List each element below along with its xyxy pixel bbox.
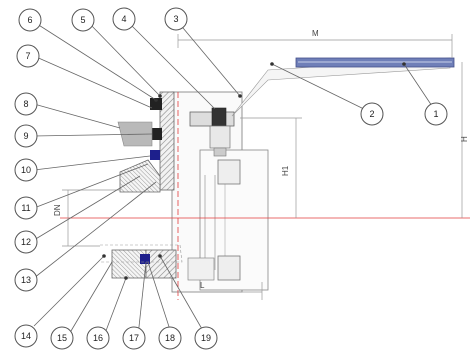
svg-text:6: 6 — [27, 15, 32, 25]
svg-text:19: 19 — [201, 333, 211, 343]
dimension-m: M — [177, 29, 453, 58]
dimension-h1: H1 — [240, 117, 302, 218]
svg-text:10: 10 — [21, 165, 31, 175]
dim-label-h1: H1 — [281, 165, 290, 176]
svg-text:5: 5 — [80, 15, 85, 25]
svg-text:9: 9 — [23, 131, 28, 141]
o-ring — [150, 150, 160, 160]
callout-17: 17 — [122, 326, 146, 350]
dimension-h: H — [460, 62, 469, 218]
svg-text:18: 18 — [165, 333, 175, 343]
svg-text:13: 13 — [21, 275, 31, 285]
callout-8: 8 — [14, 92, 38, 116]
callout-15: 15 — [50, 326, 74, 350]
callout-18: 18 — [158, 326, 182, 350]
callout-16: 16 — [86, 326, 110, 350]
callout-1: 1 — [424, 102, 448, 126]
dimension-dn: DN — [53, 189, 120, 247]
svg-text:7: 7 — [25, 51, 30, 61]
callout-7: 7 — [16, 44, 40, 68]
svg-text:14: 14 — [21, 331, 31, 341]
packing-ring — [150, 98, 162, 110]
svg-text:12: 12 — [21, 237, 31, 247]
svg-text:16: 16 — [93, 333, 103, 343]
seat-upper — [152, 128, 162, 140]
callout-5: 5 — [71, 8, 95, 32]
callout-3: 3 — [164, 7, 188, 31]
upper-bolt — [217, 159, 241, 185]
dim-label-l: L — [200, 281, 205, 290]
dimension-l: L — [178, 281, 263, 300]
svg-text:4: 4 — [121, 14, 126, 24]
callout-4: 4 — [112, 7, 136, 31]
svg-text:2: 2 — [369, 109, 374, 119]
dim-label-m: M — [312, 29, 319, 38]
dim-label-h: H — [460, 136, 469, 142]
lower-bolt — [217, 255, 241, 281]
lower-seat — [145, 249, 177, 279]
svg-text:11: 11 — [21, 203, 30, 213]
callout-13: 13 — [14, 268, 38, 292]
callout-12: 12 — [14, 230, 38, 254]
dim-label-dn: DN — [53, 204, 62, 216]
svg-text:3: 3 — [173, 14, 178, 24]
callout-14: 14 — [14, 324, 38, 348]
callout-19: 19 — [194, 326, 218, 350]
callout-6: 6 — [18, 8, 42, 32]
callout-11: 11 — [14, 196, 38, 220]
callout-9: 9 — [14, 124, 38, 148]
stem-top — [211, 107, 227, 127]
svg-text:8: 8 — [23, 99, 28, 109]
leader-dots — [102, 62, 406, 280]
valve-body — [100, 57, 451, 293]
callout-bubbles: 6 5 4 3 7 8 9 10 11 12 13 2 1 14 15 16 1… — [14, 7, 448, 350]
callout-10: 10 — [14, 158, 38, 182]
lower-o-ring — [140, 254, 150, 264]
svg-text:15: 15 — [57, 333, 67, 343]
svg-text:1: 1 — [433, 109, 438, 119]
left-cap-upper — [159, 91, 175, 191]
svg-text:17: 17 — [129, 333, 139, 343]
callout-2: 2 — [360, 102, 384, 126]
